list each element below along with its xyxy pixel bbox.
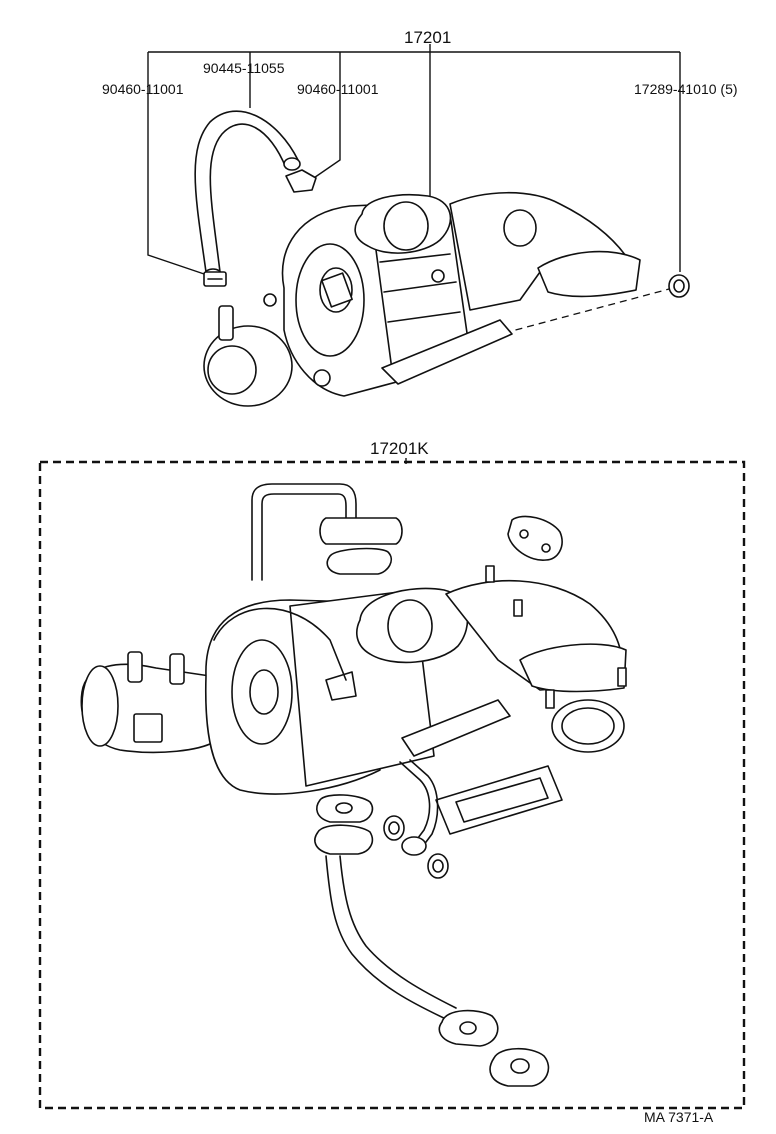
washer-lower <box>427 853 449 879</box>
pipe-gasket-upper <box>316 794 374 823</box>
part-label-clip-right: 90460-11001 <box>297 81 379 97</box>
hose-clip-left <box>203 271 227 287</box>
washer-upper <box>383 815 405 841</box>
part-label-nut: 17289-41010 (5) <box>634 81 738 97</box>
assembly-callouts: 17201 90460-11001 90445-11055 90460-1100… <box>102 28 738 333</box>
leader-clip-right <box>307 52 341 183</box>
nut-17289 <box>668 274 690 298</box>
flange-gasket <box>435 765 563 835</box>
assembly-number-label: 17201 <box>404 28 451 47</box>
pipe-gasket-lower <box>489 1047 550 1087</box>
nut-dashed-leader <box>507 287 674 333</box>
oil-return-pipe <box>399 759 439 856</box>
part-label-hose: 90445-11055 <box>203 60 285 76</box>
turbocharger-assembly <box>203 191 641 407</box>
kit-number-label: 17201K <box>370 439 429 458</box>
part-label-clip-left: 90460-11001 <box>102 81 184 97</box>
oil-feed-pipe <box>314 824 499 1047</box>
figure-code: MA 7371-A <box>644 1109 714 1125</box>
kit-dashed-frame <box>38 460 746 1110</box>
kit-callout: 17201K <box>370 439 429 464</box>
leader-clip-left <box>147 52 211 277</box>
exhaust-ring-gasket <box>551 699 625 753</box>
hose-clip-right <box>285 169 317 193</box>
kit-turbocharger <box>80 483 627 795</box>
